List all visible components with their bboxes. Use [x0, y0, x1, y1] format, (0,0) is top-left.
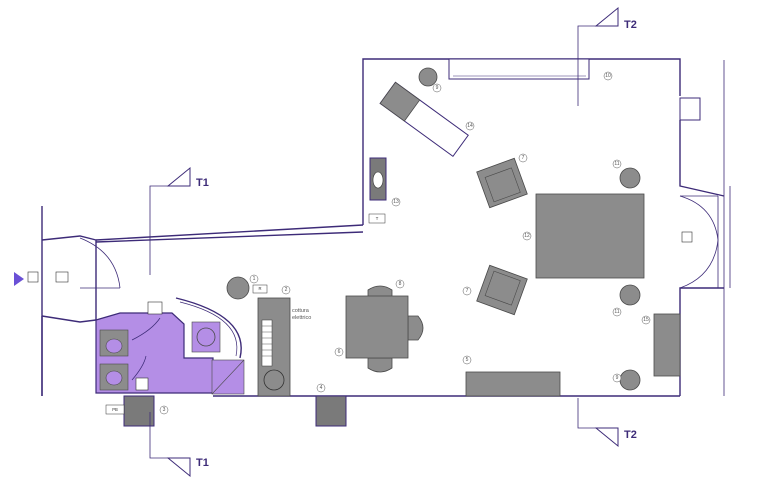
kitchen-counter — [257, 297, 291, 397]
number-15: 15 — [643, 317, 649, 323]
number-13: 13 — [393, 199, 399, 205]
shaft-center — [315, 395, 347, 427]
number-9a: 9 — [436, 85, 439, 91]
lamp-bottom — [619, 284, 641, 306]
number-12: 12 — [524, 233, 530, 239]
number-7a: 7 — [522, 155, 525, 161]
section-T1-bottom: T1 — [149, 412, 209, 478]
number-11a: 11 — [614, 161, 619, 167]
tag-R: R — [258, 286, 261, 291]
lamp-top — [619, 167, 641, 189]
tag-T: T — [376, 216, 379, 221]
chaise-longue — [379, 81, 469, 158]
armchair-top — [476, 157, 528, 209]
pillar — [679, 97, 701, 121]
sofa-bed — [535, 193, 645, 279]
cooking-label-line2: elettrico — [292, 315, 311, 321]
armchair-bottom — [476, 264, 528, 316]
svg-text:T1: T1 — [196, 457, 209, 469]
dining-table — [345, 285, 424, 373]
number-9b: 9 — [616, 375, 619, 381]
bathroom-fixtures — [99, 297, 245, 395]
number-1: 1 — [253, 276, 256, 282]
number-5: 5 — [466, 357, 469, 363]
number-8: 8 — [399, 281, 402, 287]
svg-text:T2: T2 — [624, 429, 637, 441]
section-T1-top: T1 — [149, 166, 209, 275]
svg-text:T1: T1 — [196, 177, 209, 189]
cooking-label-line1: cottura — [292, 308, 310, 314]
entrance-door — [27, 235, 121, 323]
number-10: 10 — [605, 73, 611, 79]
item-numbers — [159, 71, 651, 415]
right-cabinet — [653, 313, 681, 377]
balcony-door — [679, 195, 719, 289]
number-7b: 7 — [466, 288, 469, 294]
plant-bottom-right — [619, 369, 641, 391]
number-4: 4 — [320, 385, 323, 391]
desk — [465, 371, 561, 397]
entrance-arrow — [14, 272, 24, 286]
number-3: 3 — [163, 407, 166, 413]
number-2: 2 — [285, 287, 288, 293]
top-window — [448, 58, 590, 80]
number-11b: 11 — [614, 309, 619, 315]
plant-top — [418, 67, 438, 87]
shaft-left — [123, 395, 155, 427]
section-T2-bottom: T2 — [577, 398, 637, 448]
number-6: 6 — [338, 349, 341, 355]
section-T2-top: T2 — [577, 6, 637, 106]
plant-1 — [226, 276, 250, 300]
exterior-walls — [41, 58, 731, 397]
svg-text:T2: T2 — [624, 19, 637, 31]
number-14: 14 — [467, 123, 473, 129]
tag-PB: PB — [112, 407, 118, 412]
